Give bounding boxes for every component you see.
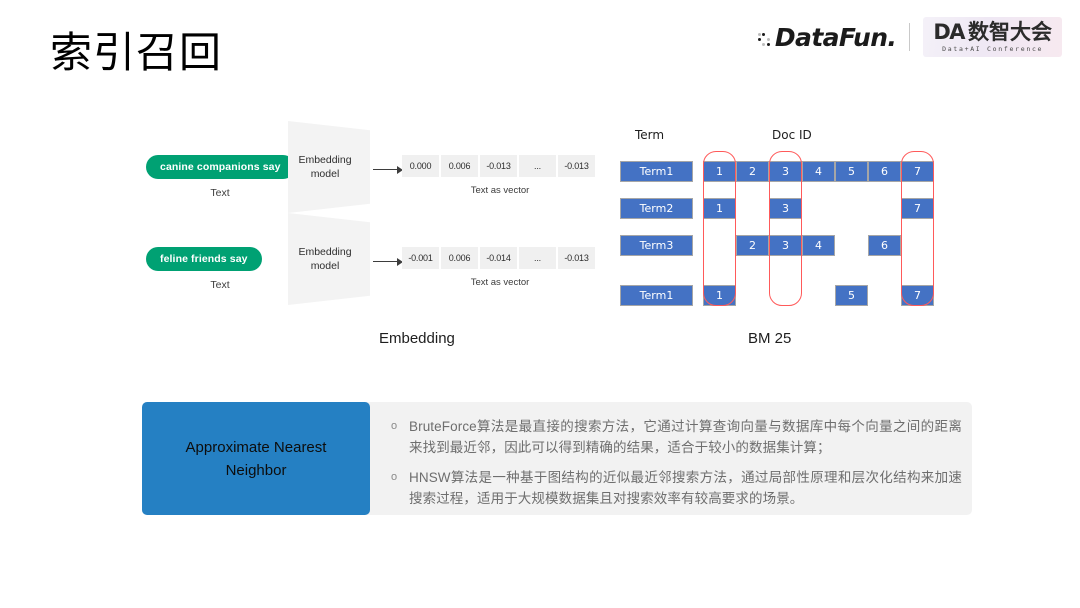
bm25-doc-cell: 2 [736,161,769,182]
datafun-dots-icon [757,33,770,46]
bm25-doc-cell: 5 [835,285,868,306]
bm25-row: Term3 2 3 4 6 [620,235,940,256]
bm25-diagram: Term Doc ID Term1 1 2 3 4 5 6 7 Term2 1 … [620,128,940,318]
vector-caption: Text as vector [470,277,530,288]
bm25-doc-cell: 6 [868,235,901,256]
vector-cell: -0.013 [558,155,595,177]
vector-caption: Text as vector [470,185,530,196]
vector-cell-ellipsis: ... [519,247,556,269]
vector-strip: -0.001 0.006 -0.014 ... -0.013 [402,247,595,269]
bm25-doc-cell: 4 [802,161,835,182]
da-subtitle: Data+AI Conference [942,45,1044,54]
bm25-doc-cell: 5 [835,161,868,182]
da-chinese-title: 数智大会 [968,21,1052,45]
page-title: 索引召回 [50,29,223,76]
input-text-pill: canine companions say [146,155,295,179]
brand-bar: DataFun. DA 数智大会 Data+AI Conference [757,16,1062,58]
da-mark: DA [933,20,965,45]
vector-cell: -0.014 [480,247,517,269]
arrow-model-to-vector [373,165,413,174]
vector-cell: 0.000 [402,155,439,177]
bm25-term-label: Term1 [620,161,693,182]
input-text-caption: Text [210,279,230,291]
ann-badge-label: Approximate Nearest Neighbor [185,438,327,479]
bm25-doc-cell: 6 [868,161,901,182]
ann-bullet-item: o BruteForce算法是最直接的搜索方法，它通过计算查询向量与数据库中每个… [387,416,962,458]
bullet-circle-icon: o [391,471,398,483]
bm25-doc-cell: 1 [703,285,736,306]
caption-bm25: BM 25 [748,330,792,347]
brand-divider [909,23,911,51]
bm25-header-docid: Doc ID [772,128,812,142]
da-conference-logo: DA 数智大会 Data+AI Conference [923,17,1062,57]
bm25-term-label: Term2 [620,198,693,219]
ann-bullet-text: HNSW算法是一种基于图结构的近似最近邻搜索方法，通过局部性原理和层次化结构来加… [409,470,962,506]
bm25-doc-cell: 1 [703,161,736,182]
vector-cell: 0.006 [441,247,478,269]
bm25-term-label: Term1 [620,285,693,306]
ann-bullet-list: o BruteForce算法是最直接的搜索方法，它通过计算查询向量与数据库中每个… [387,416,962,518]
bm25-doc-cell: 3 [769,235,802,256]
input-text-caption: Text [210,187,230,199]
vector-cell: -0.001 [402,247,439,269]
vector-cell: 0.006 [441,155,478,177]
bm25-row: Term2 1 3 7 [620,198,940,219]
input-text-pill: feline friends say [146,247,262,271]
bm25-doc-cell: 4 [802,235,835,256]
vector-cell-ellipsis: ... [519,155,556,177]
bm25-doc-cell: 3 [769,198,802,219]
ann-bullet-item: o HNSW算法是一种基于图结构的近似最近邻搜索方法，通过局部性原理和层次化结构… [387,467,962,509]
bm25-doc-cell: 7 [901,198,934,219]
vector-strip: 0.000 0.006 -0.013 ... -0.013 [402,155,595,177]
bm25-header-term: Term [635,128,665,142]
bm25-doc-cell: 3 [769,161,802,182]
bm25-row: Term1 1 2 3 4 5 6 7 [620,161,940,182]
arrow-model-to-vector [373,257,413,266]
datafun-wordmark: DataFun. [774,22,897,52]
bullet-circle-icon: o [391,420,398,432]
ann-badge: Approximate Nearest Neighbor [142,402,370,515]
caption-embedding: Embedding [379,330,455,347]
bm25-row: Term1 1 5 7 [620,285,940,306]
datafun-logo: DataFun. [757,22,897,52]
bm25-doc-cell: 7 [901,285,934,306]
bm25-term-label: Term3 [620,235,693,256]
vector-cell: -0.013 [480,155,517,177]
bm25-doc-cell: 7 [901,161,934,182]
bm25-doc-cell: 1 [703,198,736,219]
bm25-doc-cell: 2 [736,235,769,256]
ann-panel: Approximate Nearest Neighbor o BruteForc… [142,402,972,515]
vector-cell: -0.013 [558,247,595,269]
da-logo-top: DA 数智大会 [933,20,1052,45]
ann-bullet-text: BruteForce算法是最直接的搜索方法，它通过计算查询向量与数据库中每个向量… [409,419,962,455]
